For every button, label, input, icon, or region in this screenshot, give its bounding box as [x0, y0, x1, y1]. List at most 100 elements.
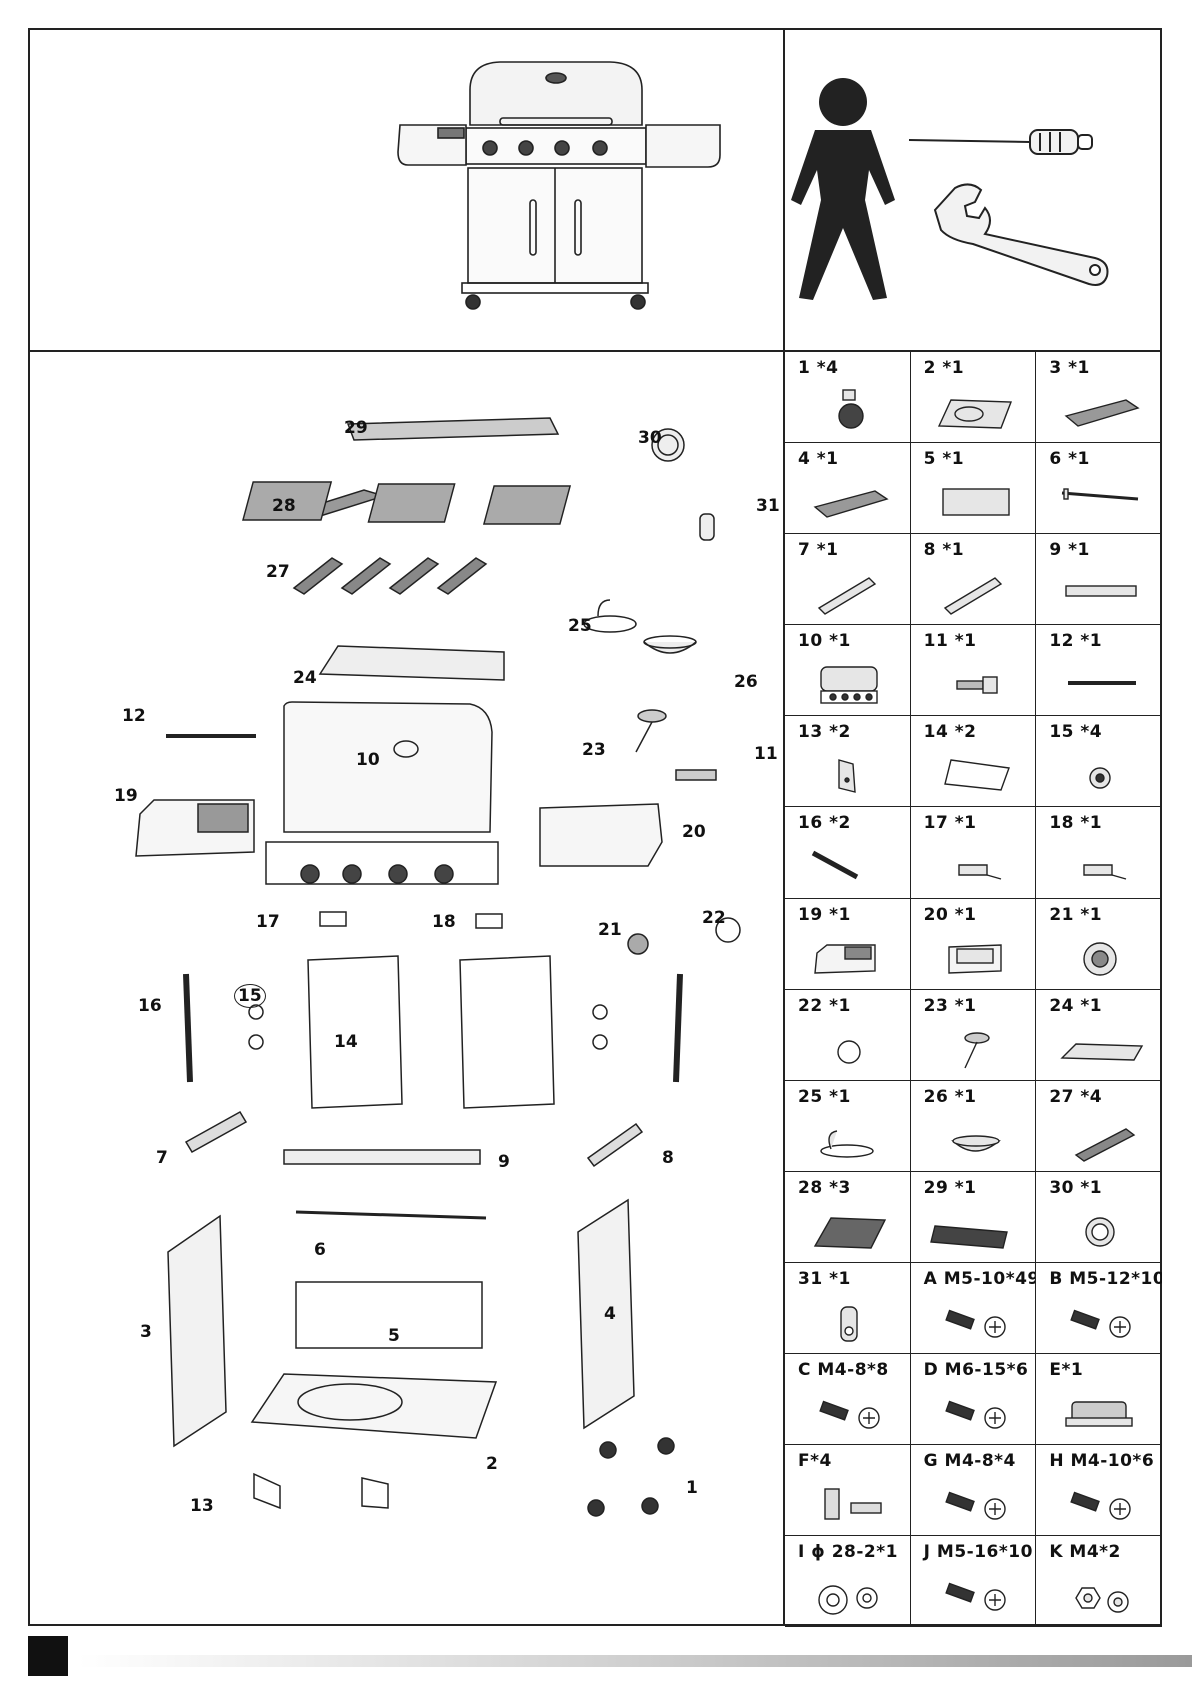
- part-label: 30 *1: [1049, 1177, 1103, 1198]
- part-cell: D M6-15*6: [910, 1354, 1037, 1446]
- part-cell: A M5-10*49: [910, 1262, 1037, 1355]
- thermometer-icon: [1046, 1206, 1151, 1258]
- part-cell: 1 *4: [785, 352, 911, 444]
- part-label: 9 *1: [1049, 540, 1090, 561]
- tools-panel: [785, 30, 1162, 350]
- part-label: F*4: [798, 1451, 832, 1472]
- part-label: 14 *2: [923, 722, 977, 743]
- grease-cup-icon: [921, 1115, 1026, 1167]
- bezel-icon: [1046, 933, 1151, 985]
- part-label: 12 *1: [1049, 631, 1103, 652]
- screw-icon: [1046, 1479, 1151, 1531]
- part-cell: C M4-8*8: [785, 1354, 911, 1446]
- part-label: 5 *1: [923, 449, 965, 470]
- part-cell: 11 *1: [910, 625, 1037, 717]
- callout-20: 20: [682, 822, 706, 842]
- part-cell: 19 *1: [785, 898, 911, 990]
- callout-28: 28: [272, 496, 296, 516]
- callout-13: 13: [190, 1496, 214, 1516]
- part-label: I ϕ 28-2*1: [798, 1542, 898, 1563]
- part-label: H M4-10*6: [1049, 1451, 1155, 1472]
- cross-bar-icon: [1046, 477, 1151, 529]
- nut-icon: [1046, 1570, 1151, 1622]
- bottle-opener-icon: [795, 1297, 900, 1349]
- footer-gradient-bar: [78, 1655, 1192, 1667]
- side-panel-icon: [1046, 386, 1151, 438]
- base-tray-icon: [921, 386, 1026, 438]
- assembled-grill-illustration: [30, 30, 783, 350]
- stud-icon: [795, 1479, 900, 1531]
- part-cell: 31 *1: [785, 1262, 911, 1355]
- required-tools-icon: [791, 78, 1109, 300]
- washer-icon: [795, 1570, 900, 1622]
- callout-7: 7: [156, 1148, 168, 1168]
- back-panel-icon: [921, 477, 1026, 529]
- cooking-grate-icon: [795, 1206, 900, 1258]
- knob-icon: [795, 1024, 900, 1076]
- part-cell: 23 *1: [910, 989, 1037, 1081]
- screw-icon: [1046, 1297, 1151, 1349]
- callout-22: 22: [702, 908, 726, 928]
- part-cell: 28 *3: [785, 1171, 911, 1263]
- part-label: 10 *1: [798, 631, 851, 652]
- part-label: D M6-15*6: [923, 1360, 1029, 1381]
- part-label: 4 *1: [798, 449, 839, 470]
- callout-25: 25: [568, 616, 592, 636]
- side-burner-shelf-icon: [921, 933, 1026, 985]
- grill-head-icon: [795, 659, 900, 711]
- part-cell: 15 *4: [1036, 716, 1162, 808]
- front-beam-icon: [1046, 568, 1151, 620]
- callout-8: 8: [662, 1148, 674, 1168]
- door-handle-icon: [795, 841, 900, 893]
- part-cell: 5 *1: [910, 443, 1037, 535]
- callout-10: 10: [356, 750, 380, 770]
- exploded-diagram: 29 30 28 31 27 25 24 26 12 23 10 11 19 2…: [30, 352, 783, 1624]
- lid-handle-icon: [1046, 659, 1151, 711]
- part-label: 18 *1: [1049, 813, 1103, 834]
- part-cell: 2 *1: [910, 352, 1037, 444]
- callout-27: 27: [266, 562, 290, 582]
- part-cell: 20 *1: [910, 898, 1037, 990]
- exploded-parts-icon: [135, 417, 741, 1517]
- callout-14: 14: [334, 1032, 358, 1052]
- part-cell: 7 *1: [785, 534, 911, 626]
- part-cell: 18 *1: [1036, 807, 1162, 899]
- part-label: 31 *1: [798, 1268, 851, 1289]
- callout-2: 2: [486, 1454, 498, 1474]
- part-cell: 27 *4: [1036, 1081, 1162, 1172]
- person-icon: [791, 78, 895, 300]
- callout-1: 1: [686, 1478, 698, 1498]
- part-label: 2 *1: [923, 358, 965, 378]
- callout-4: 4: [604, 1304, 616, 1324]
- callout-30: 30: [638, 428, 662, 448]
- part-label: 13 *2: [798, 722, 851, 743]
- callout-18: 18: [432, 912, 456, 932]
- callout-3: 3: [140, 1322, 152, 1342]
- grease-tray-icon: [1046, 1024, 1151, 1076]
- part-label: 29 *1: [923, 1177, 977, 1198]
- part-cell: K M4*2: [1036, 1536, 1162, 1628]
- part-cell: H M4-10*6: [1036, 1445, 1162, 1537]
- part-cell: 13 *2: [785, 716, 911, 808]
- callout-19: 19: [114, 786, 138, 806]
- part-label: 8 *1: [923, 540, 965, 561]
- door-bumper-icon: [1046, 750, 1151, 802]
- part-cell: 14 *2: [910, 716, 1037, 808]
- part-cell: 10 *1: [785, 625, 911, 717]
- part-label: 15 *4: [1049, 722, 1103, 743]
- part-label: 6 *1: [1049, 449, 1090, 470]
- part-label: 19 *1: [798, 904, 851, 925]
- hinge-bracket-icon: [1046, 841, 1151, 893]
- part-label: 23 *1: [923, 995, 977, 1016]
- callout-15: 15: [234, 984, 266, 1008]
- page-marker: [28, 1636, 68, 1676]
- corner-bracket-icon: [795, 750, 900, 802]
- part-label: 20 *1: [923, 904, 977, 925]
- part-label: J M5-16*10: [923, 1542, 1033, 1563]
- screw-icon: [921, 1479, 1026, 1531]
- assembly-sheet: 29 30 28 31 27 25 24 26 12 23 10 11 19 2…: [28, 28, 1162, 1628]
- callout-16: 16: [138, 996, 162, 1016]
- part-cell: 12 *1: [1036, 625, 1162, 717]
- side-shelf-icon: [795, 933, 900, 985]
